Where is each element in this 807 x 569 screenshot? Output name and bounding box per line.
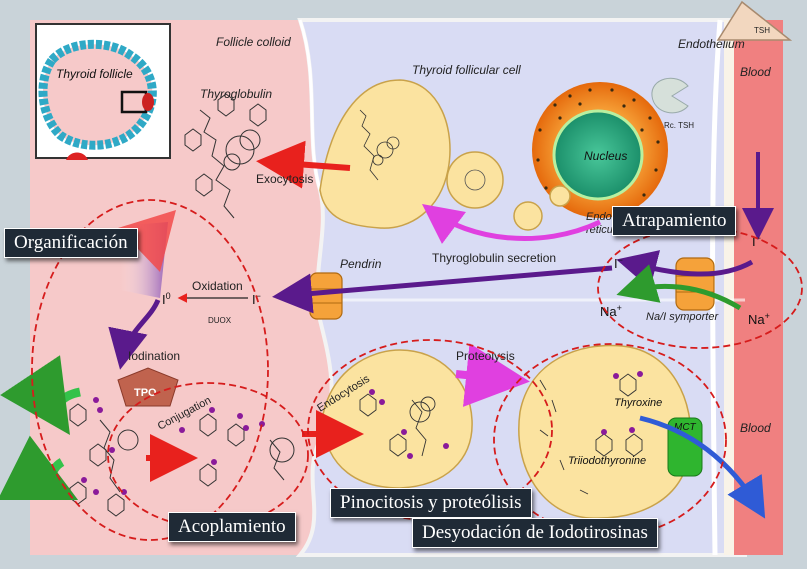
thyroglobulin-molecule	[184, 93, 267, 219]
secretion-arrow	[421, 204, 602, 244]
callout-pinocitosis: Pinocitosis y proteólisis	[330, 488, 532, 518]
blood-vessel	[730, 20, 783, 555]
tpo-enzyme	[117, 367, 179, 407]
follicle-colloid-label: Follicle colloid	[216, 35, 291, 49]
organification-red	[118, 210, 176, 272]
exocytosis-arrow	[256, 140, 351, 189]
duox-label: DUOX	[208, 316, 232, 325]
callout-acoplamiento: Acoplamiento	[168, 512, 296, 542]
mct-label: MCT	[674, 422, 697, 433]
sodium-right-text: Na	[748, 312, 765, 327]
pendrin-channel	[309, 272, 343, 320]
iodide-transport-arrow	[272, 265, 613, 314]
tpo-label: TPO	[134, 387, 157, 399]
vesicle-content	[464, 169, 486, 191]
nucleus-label: Nucleus	[584, 149, 627, 163]
inset-capillary-2	[66, 152, 88, 160]
iodine-atoms	[81, 397, 265, 495]
circle-organificacion	[31, 199, 269, 541]
blood-label-top: Blood	[740, 65, 771, 79]
iodide-nis-label: I−	[614, 255, 623, 271]
proteolysis-label: Proteolysis	[456, 349, 515, 363]
secretion-vesicle-2	[513, 201, 543, 231]
iodine-zero-label: I0	[162, 291, 171, 307]
nis-channel	[675, 257, 715, 311]
er-label-1: Endo	[586, 211, 612, 223]
hormone-release-arrow	[639, 415, 766, 519]
apical-membrane	[298, 19, 322, 191]
triiodothyronine-label: Triiodothyronine	[568, 455, 646, 467]
tsh-label: TSH	[754, 26, 770, 35]
hormone-iodine	[601, 371, 643, 435]
blood-label-bottom: Blood	[740, 421, 771, 435]
nucleus	[552, 109, 644, 201]
proteolysis-arrow	[455, 343, 530, 407]
thyroglobulin-label: Thyroglobulin	[200, 87, 272, 101]
sodium-arrow	[616, 264, 742, 311]
iodination-green-arrow-1	[0, 355, 82, 435]
exocytosis-vesicle	[319, 79, 451, 229]
inset-follicle	[38, 39, 157, 150]
tsh-receptor-label: Rc. TSH	[664, 121, 694, 130]
thyroxine-label: Thyroxine	[614, 397, 662, 409]
iodination-label: Iodination	[128, 349, 180, 363]
iodide-blood-text: I	[752, 234, 756, 249]
tsh-receptor-icon	[651, 77, 689, 114]
inset-label: Thyroid follicle	[56, 67, 133, 81]
secretion-label: Thyroglobulin secretion	[432, 251, 556, 265]
endothelium-layer	[724, 20, 734, 555]
nis-label: Na/I symporter	[646, 311, 719, 323]
callout-organificacion: Organificación	[4, 228, 138, 258]
iodine-zero-text: I	[162, 292, 166, 307]
ribosomes	[536, 88, 660, 197]
oxidation-label: Oxidation	[192, 279, 243, 293]
sodium-right-label: Na+	[748, 311, 770, 327]
sodium-left-text: Na	[600, 304, 617, 319]
callout-atrapamiento: Atrapamiento	[612, 206, 737, 236]
iodination-green-arrow-2	[0, 435, 79, 501]
endocytosed-iodine	[369, 389, 449, 459]
secretion-vesicle-1	[446, 151, 504, 209]
inset-capillary	[142, 93, 154, 111]
tsh-triangle	[716, 0, 793, 41]
pendrin-label: Pendrin	[340, 257, 382, 271]
iodination-arrow	[108, 298, 161, 370]
iodine-zero-sup: 0	[166, 291, 171, 301]
vesicle-molecule	[359, 109, 400, 181]
callout-desyodacion: Desyodación de Iodotirosinas	[412, 518, 658, 548]
exocytosis-label: Exocytosis	[256, 172, 313, 186]
iodide-mid-label: I−	[252, 291, 261, 307]
iodinated-thyroglobulin	[69, 403, 295, 517]
secretion-vesicle-3	[549, 185, 571, 207]
iodide-nis-text: I	[614, 256, 618, 271]
follicular-cell-label: Thyroid follicular cell	[412, 63, 521, 77]
iodide-mid-text: I	[252, 292, 256, 307]
